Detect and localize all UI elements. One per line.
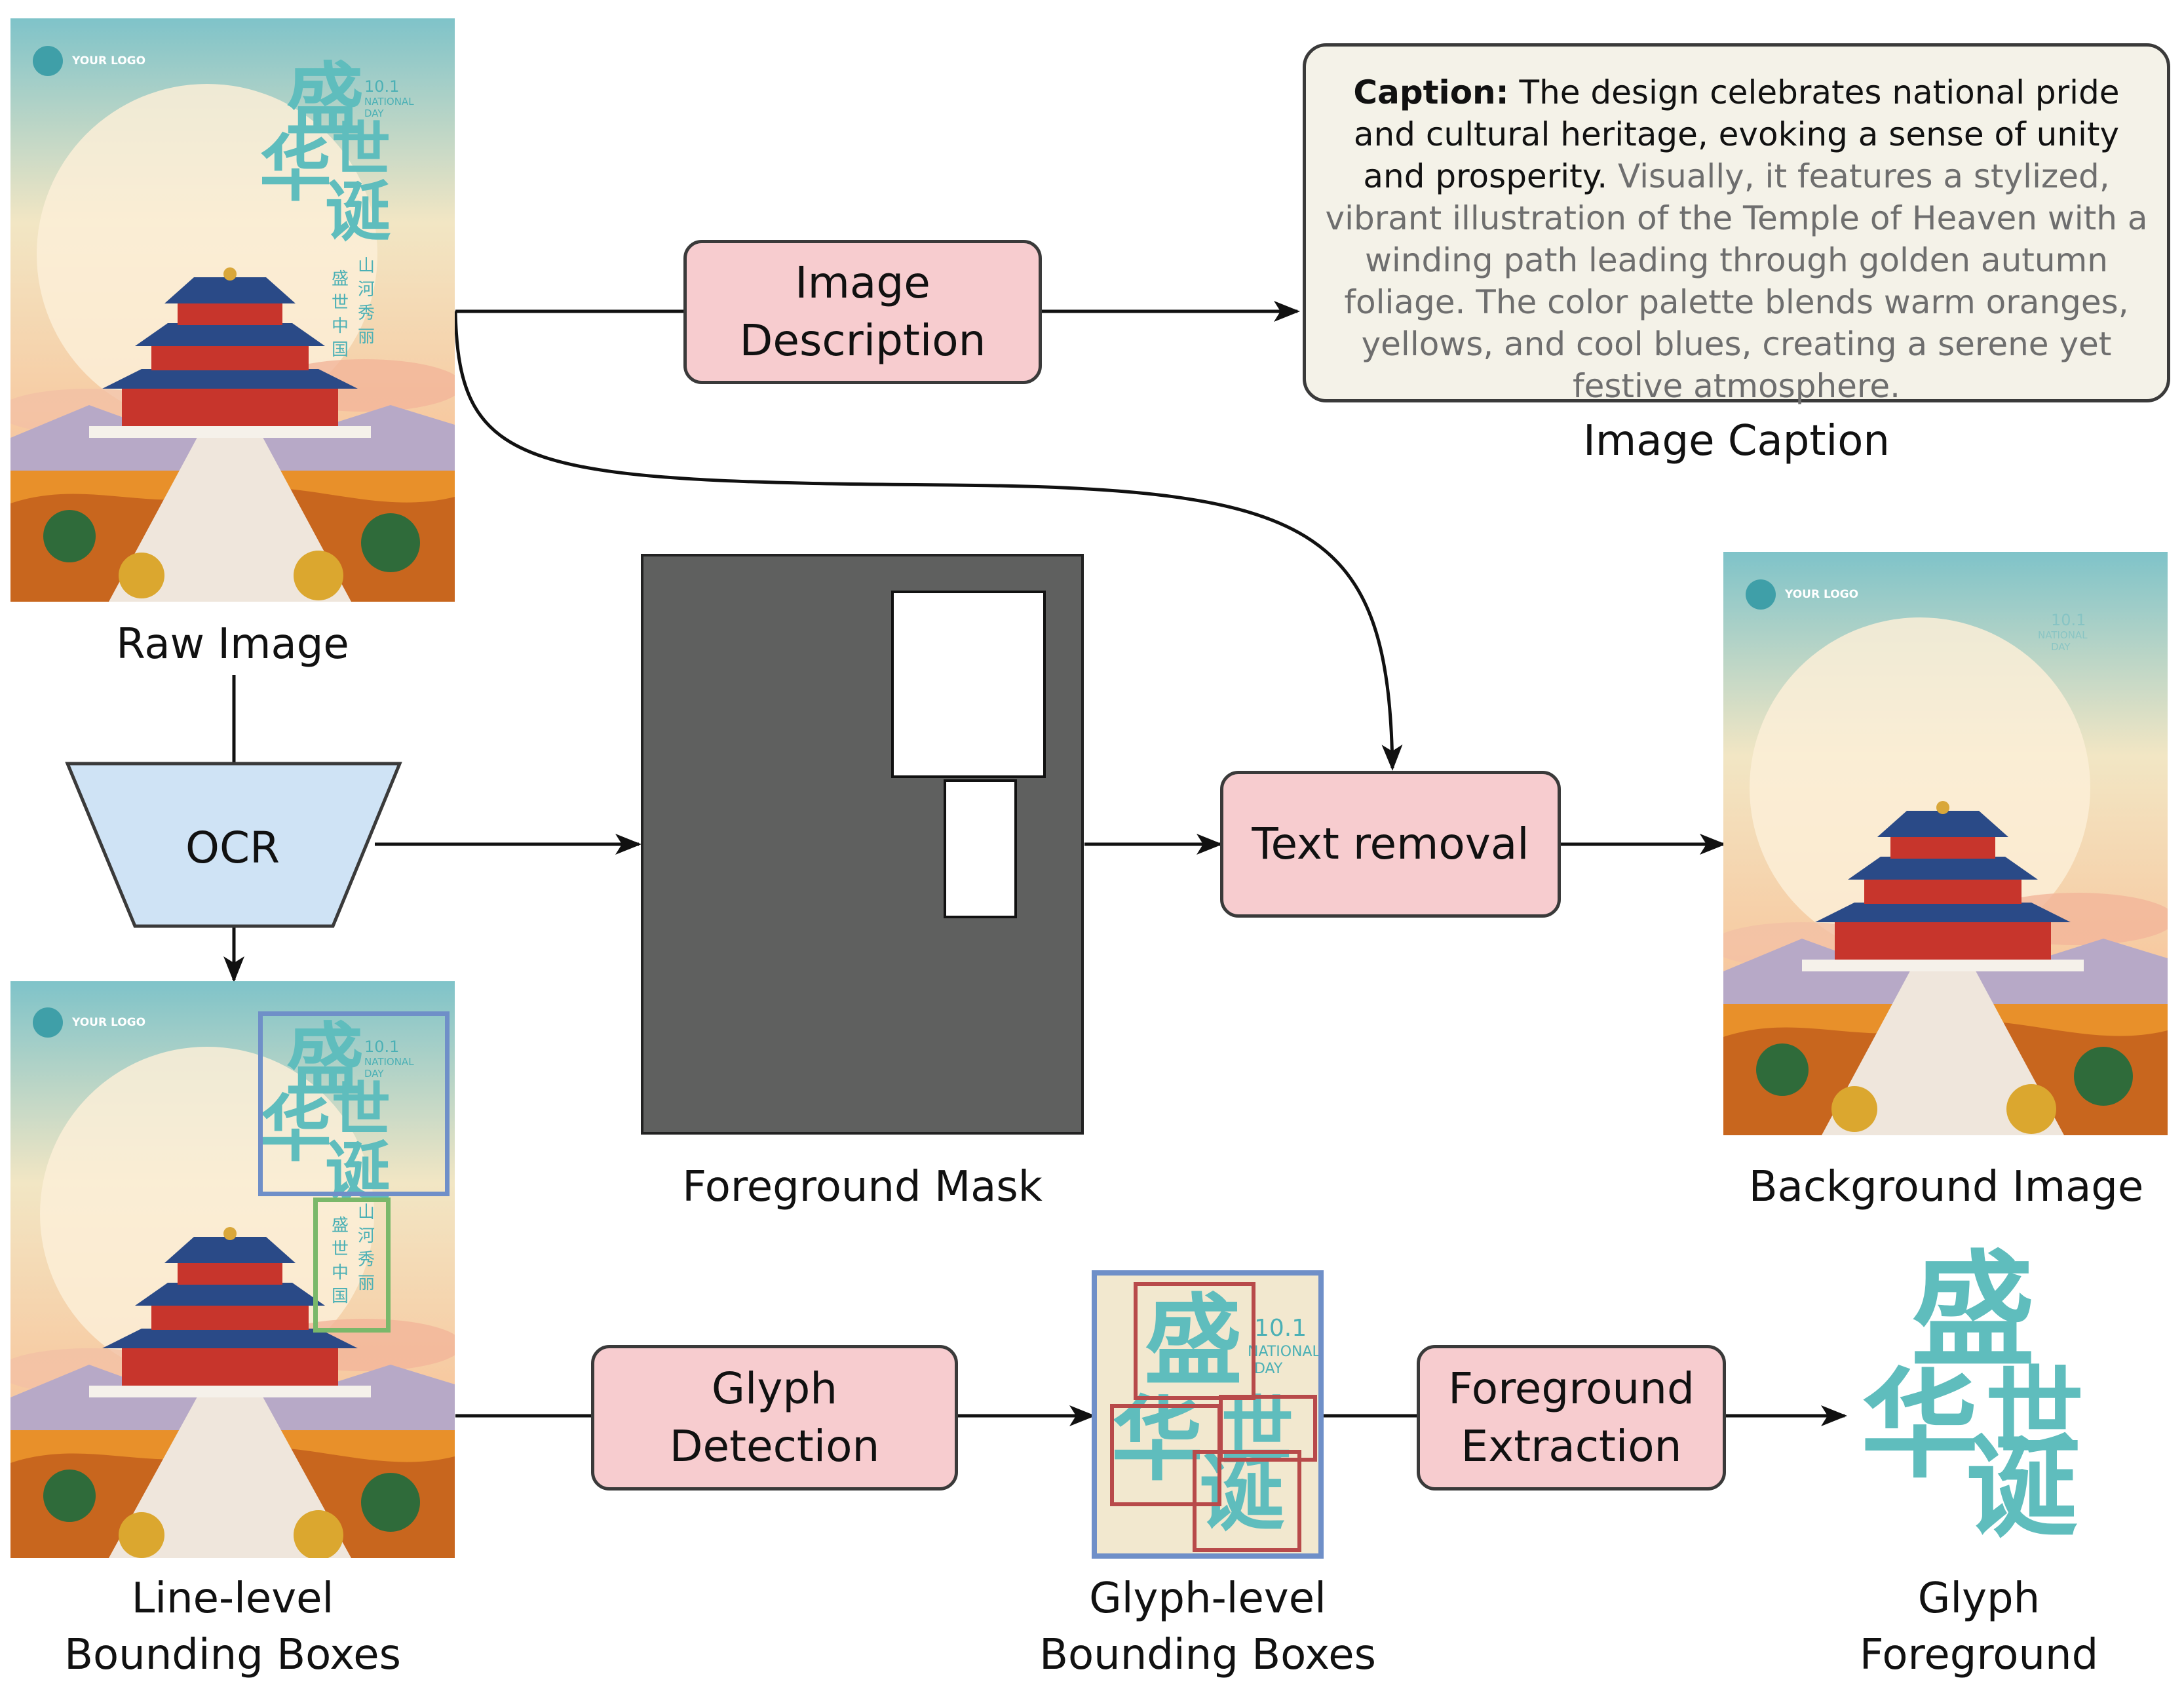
background-logo: YOUR LOGO xyxy=(1746,579,1858,610)
glyph-box-1 xyxy=(1134,1282,1255,1400)
glyph-foreground-label-1: Glyph xyxy=(1917,1574,2040,1623)
glyph-box-4 xyxy=(1193,1450,1301,1552)
line-level-illustration xyxy=(10,981,455,1558)
caption-grey-text: Visually, it features a stylized, vibran… xyxy=(1325,157,2148,405)
line-level-label-2: Bounding Boxes xyxy=(64,1631,401,1679)
background-logo-text: YOUR LOGO xyxy=(1785,588,1859,601)
line-box-vertical-text xyxy=(313,1198,391,1333)
image-description-line2: Description xyxy=(739,315,986,366)
mask-region-small xyxy=(944,779,1017,918)
line-level-vertical-col2: 盛世中国 xyxy=(332,1216,349,1306)
poster-date: 10.1 xyxy=(364,77,400,96)
poster-vertical-col1: 山河秀丽 xyxy=(358,256,375,347)
poster-char-3: 世 xyxy=(332,115,391,184)
background-image: YOUR LOGO 10.1 NATIONAL DAY xyxy=(1723,552,2168,1135)
line-level-national: NATIONAL xyxy=(364,1056,414,1068)
poster-char-2: 华 xyxy=(259,127,332,211)
background-image-label: Background Image xyxy=(1748,1163,2144,1211)
logo-icon xyxy=(33,46,63,76)
glyph-level-date: 10.1 xyxy=(1254,1315,1307,1342)
line-level-logo-icon xyxy=(33,1007,63,1038)
glyph-level-boxes-image: 10.1 NATIONAL DAY 盛 华 世 诞 xyxy=(1092,1270,1324,1559)
background-logo-icon xyxy=(1746,579,1776,610)
image-description-step: Image Description xyxy=(683,240,1042,384)
caption-dark-text: The design celebrates national pride and… xyxy=(1353,73,2120,195)
ocr-step: OCR xyxy=(185,822,280,873)
image-description-line1: Image xyxy=(795,258,930,308)
line-level-logo: YOUR LOGO xyxy=(33,1007,145,1038)
poster-illustration xyxy=(10,18,455,602)
line-level-char-2: 华 xyxy=(259,1087,332,1171)
poster-day: DAY xyxy=(364,107,384,119)
glyph-level-day: DAY xyxy=(1254,1361,1283,1377)
glyph-level-char-1: 盛 xyxy=(1144,1283,1243,1399)
glyph-foreground-char-3: 世 xyxy=(1985,1355,2084,1471)
caption-box: Caption: The design celebrates national … xyxy=(1303,43,2170,405)
glyph-foreground-char-1: 盛 xyxy=(1911,1237,2036,1384)
background-national-remnant: NATIONAL xyxy=(2038,629,2088,641)
raw-image-label: Raw Image xyxy=(116,620,349,669)
poster-vertical-col2: 盛世中国 xyxy=(332,269,349,360)
background-date-remnant: 10.1 xyxy=(2051,611,2086,629)
glyph-foreground-label-2: Foreground xyxy=(1859,1631,2099,1679)
line-level-day: DAY xyxy=(364,1068,384,1080)
poster-national: NATIONAL xyxy=(364,96,414,107)
glyph-level-char-3: 世 xyxy=(1221,1388,1293,1472)
glyph-level-label-1: Glyph-level xyxy=(1089,1574,1326,1623)
line-level-char-3: 世 xyxy=(332,1075,391,1144)
line-level-logo-text: YOUR LOGO xyxy=(72,1016,146,1029)
poster-char-4: 诞 xyxy=(325,173,391,250)
line-level-date: 10.1 xyxy=(364,1038,400,1056)
glyph-box-3 xyxy=(1219,1395,1317,1462)
poster-logo: YOUR LOGO xyxy=(33,46,145,76)
glyph-foreground-char-2: 华 xyxy=(1861,1356,1980,1494)
foreground-extraction-line2: Extraction xyxy=(1461,1421,1682,1471)
foreground-mask-label: Foreground Mask xyxy=(682,1163,1043,1211)
glyph-level-national: NATIONAL xyxy=(1248,1344,1320,1360)
background-illustration xyxy=(1723,552,2168,1135)
glyph-foreground-label: Glyph Foreground xyxy=(1769,1570,2184,1683)
background-day-remnant: DAY xyxy=(2051,641,2071,653)
ocr-shape xyxy=(65,762,402,928)
glyph-detection-step: Glyph Detection xyxy=(591,1345,958,1490)
mask-region-large xyxy=(891,591,1046,778)
caption-heading: Caption: xyxy=(1353,73,1509,111)
raw-image: YOUR LOGO 10.1 NATIONAL DAY 盛 华 世 诞 山河秀丽… xyxy=(10,18,455,602)
line-level-label: Line-level Bounding Boxes xyxy=(10,1570,455,1683)
line-level-label-1: Line-level xyxy=(131,1574,334,1623)
line-level-boxes-image: YOUR LOGO 10.1 NATIONAL DAY 盛 华 世 诞 山河秀丽… xyxy=(10,981,455,1558)
glyph-foreground-image: 盛 华 世 诞 xyxy=(1854,1245,2103,1560)
line-box-title xyxy=(258,1011,450,1196)
image-caption-label: Image Caption xyxy=(1583,417,1890,465)
poster-char-1: 盛 xyxy=(286,54,364,146)
foreground-extraction-line1: Foreground xyxy=(1448,1363,1695,1414)
glyph-level-label: Glyph-level Bounding Boxes xyxy=(1022,1570,1393,1683)
line-level-char-1: 盛 xyxy=(286,1014,364,1106)
glyph-level-label-2: Bounding Boxes xyxy=(1039,1631,1376,1679)
line-level-vertical-col1: 山河秀丽 xyxy=(358,1203,375,1293)
glyph-detection-line1: Glyph xyxy=(711,1363,838,1414)
glyph-foreground-char-4: 诞 xyxy=(1966,1422,2078,1553)
foreground-mask-image xyxy=(641,554,1084,1135)
glyph-detection-line2: Detection xyxy=(669,1421,880,1471)
logo-text: YOUR LOGO xyxy=(72,54,146,68)
arrow-raw-to-text-removal xyxy=(453,311,1403,771)
text-removal-step: Text removal xyxy=(1220,771,1561,918)
foreground-extraction-step: Foreground Extraction xyxy=(1417,1345,1726,1490)
glyph-level-char-4: 诞 xyxy=(1199,1443,1285,1543)
